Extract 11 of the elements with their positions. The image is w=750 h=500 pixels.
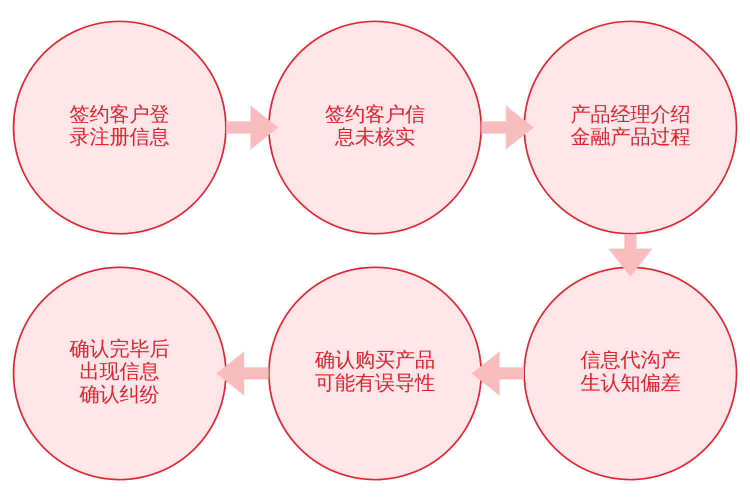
arrow bbox=[481, 105, 534, 150]
node-circle: 签约客户登录注册信息 bbox=[12, 20, 227, 234]
node-circle: 产品经理介绍金融产品过程 bbox=[523, 20, 738, 234]
arrow bbox=[608, 234, 652, 276]
arrow bbox=[226, 105, 278, 150]
arrow bbox=[216, 350, 269, 395]
node-circle: 确认完毕后出现信息确认纠纷 bbox=[12, 266, 227, 480]
node-circle: 确认购买产品可能有误导性 bbox=[268, 266, 482, 480]
node-circle: 信息代沟产生认知偏差 bbox=[523, 266, 738, 480]
node-circle: 签约客户信息未核实 bbox=[268, 20, 482, 234]
arrow bbox=[472, 350, 524, 395]
